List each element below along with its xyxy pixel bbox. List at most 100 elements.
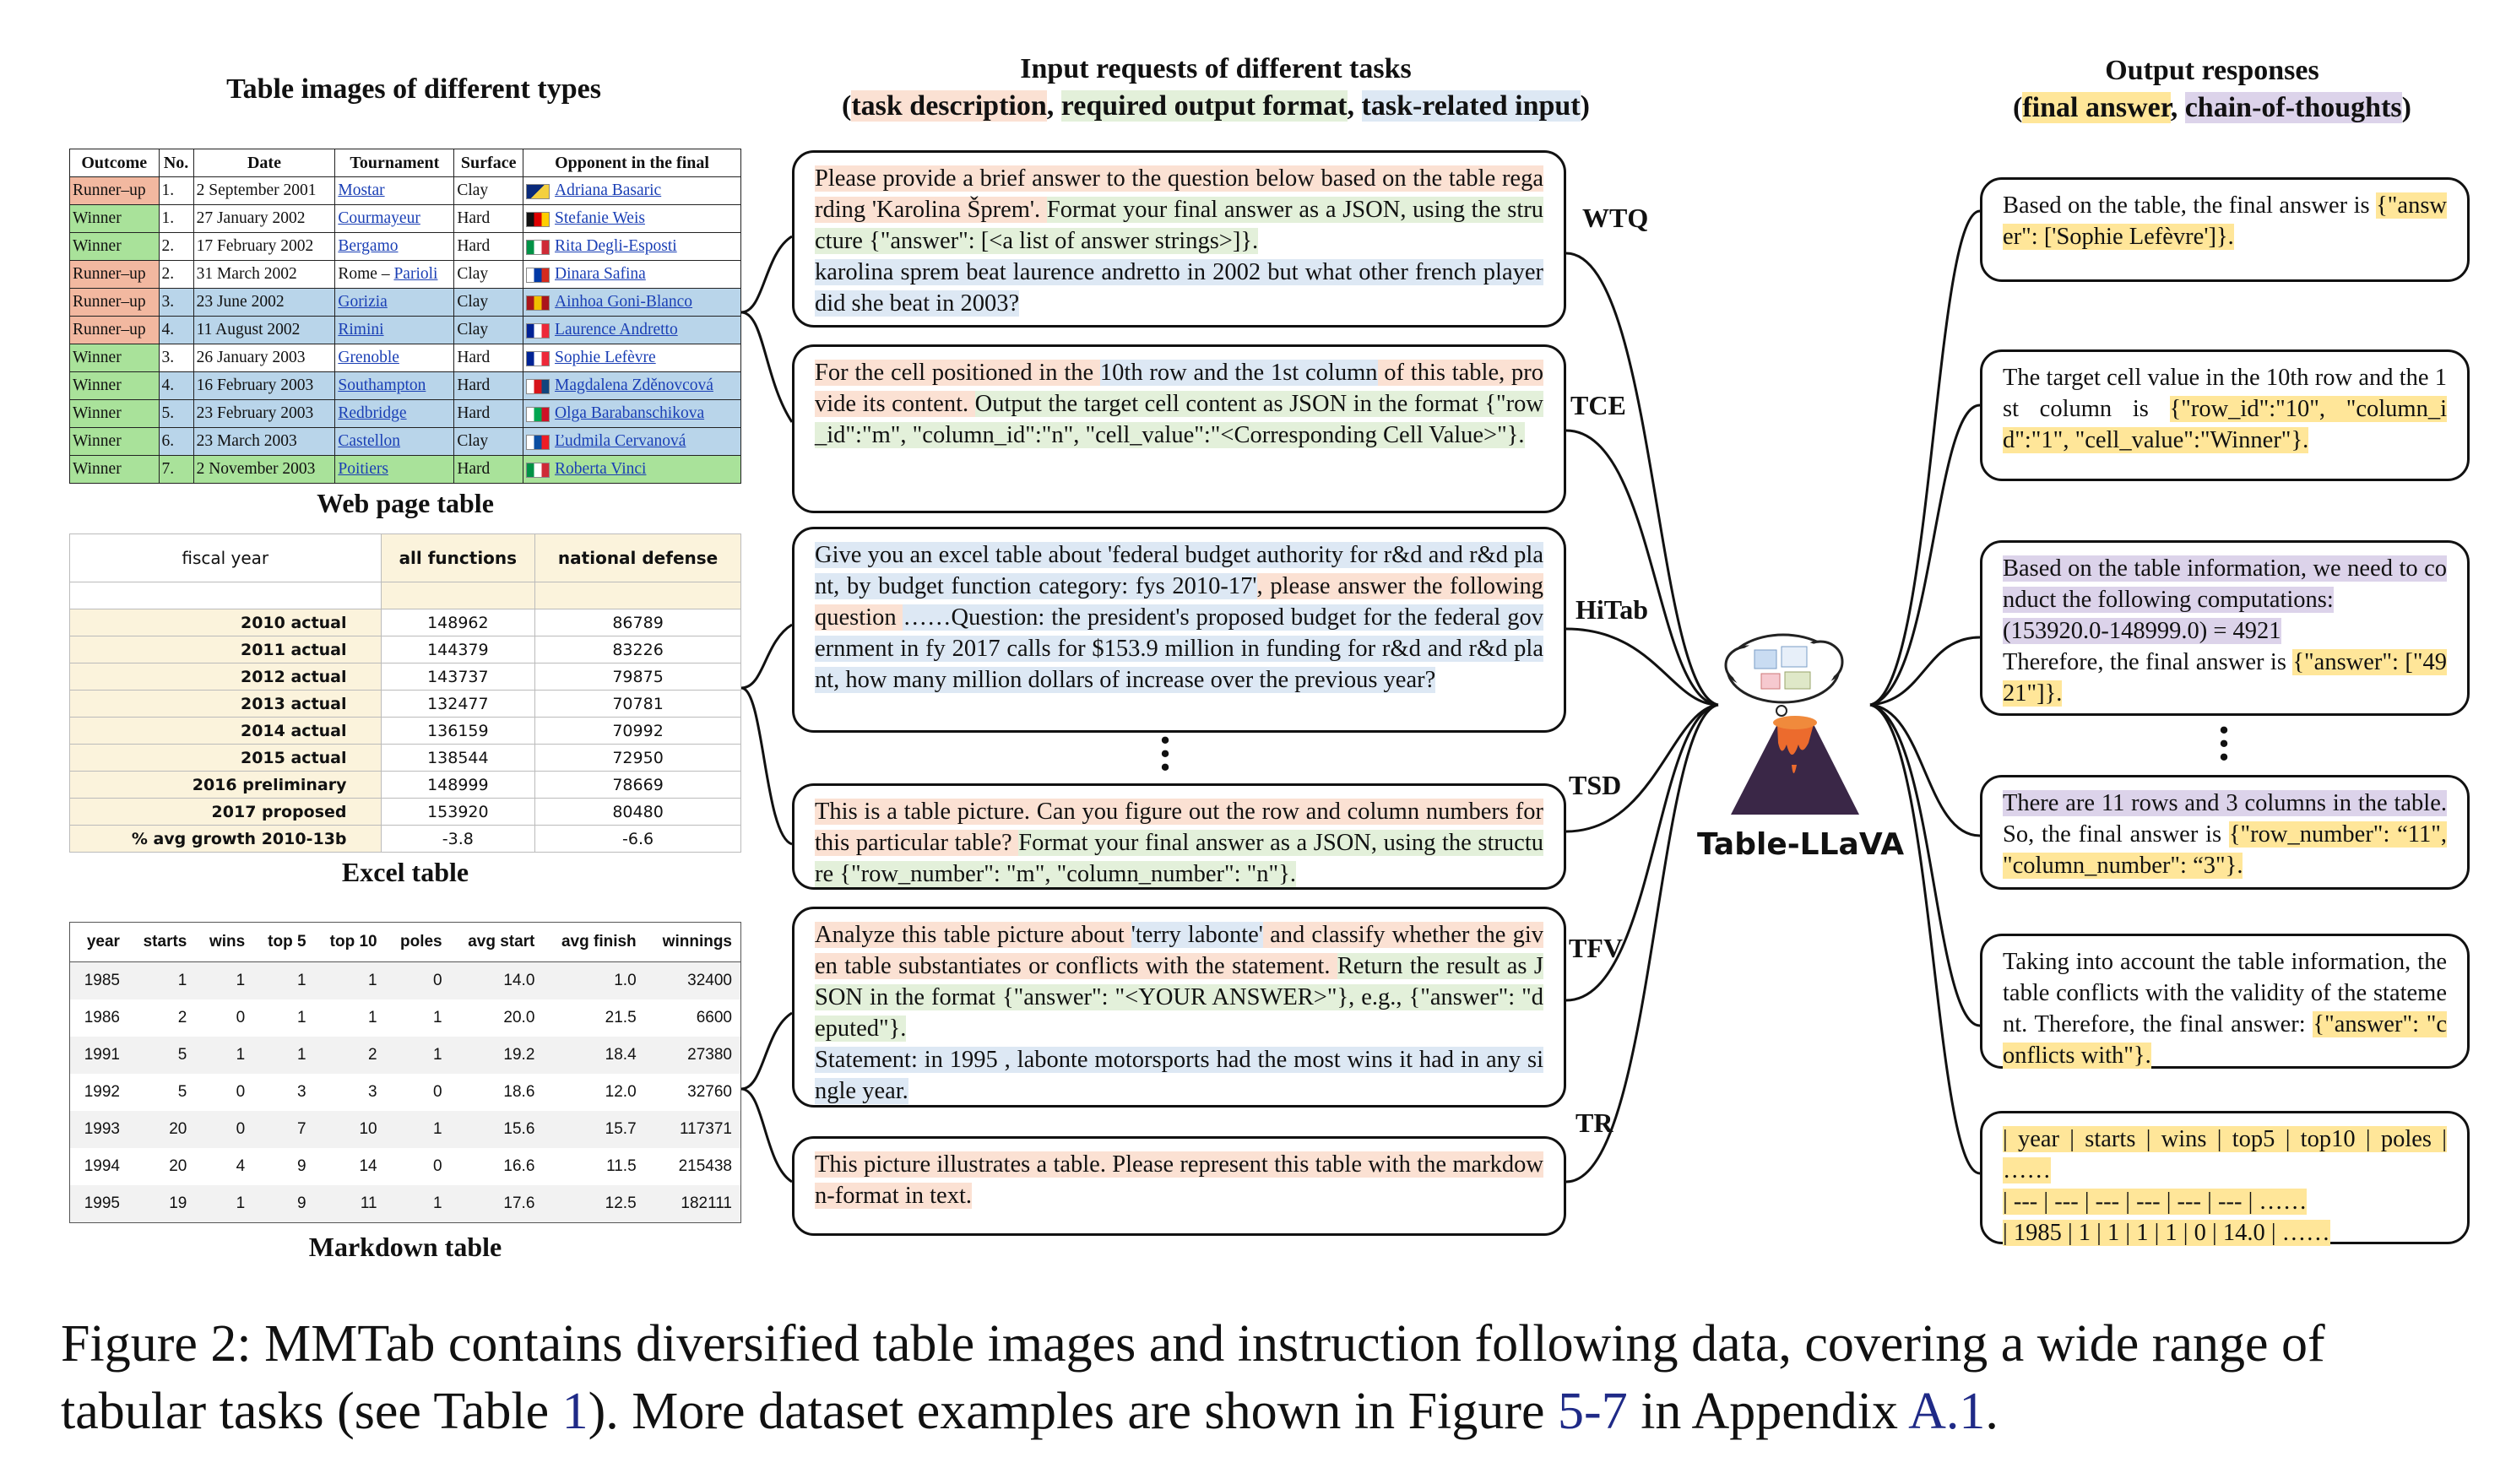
tournament-link[interactable]: Southampton <box>338 376 426 394</box>
response-text-segment: Taking into account the table informatio… <box>2003 949 2447 1037</box>
opponent-link[interactable]: Magdalena Zděnovcová <box>555 376 713 394</box>
cell-opponent: Sophie Lefèvre <box>523 344 741 372</box>
md-col-header: starts <box>127 922 196 962</box>
excel-blank-row <box>69 582 741 609</box>
tournament-link[interactable]: Parioli <box>393 265 438 283</box>
header-table-types: Table images of different types <box>226 73 601 105</box>
md-cell: 12.5 <box>543 1185 645 1223</box>
tournament-link[interactable]: Poitiers <box>338 460 388 478</box>
cell-tournament: Bergamo <box>334 232 455 261</box>
tournament-link[interactable]: Bergamo <box>338 237 399 255</box>
response-text-segment: The target cell value in the 10th row an… <box>2003 365 2447 422</box>
cell-tournament: Courmayeur <box>334 204 455 233</box>
md-cell: 1995 <box>69 1185 128 1223</box>
opponent-link[interactable]: Roberta Vinci <box>555 460 647 478</box>
cell-no: 4. <box>158 316 194 344</box>
tournament-link[interactable]: Rimini <box>338 321 384 339</box>
ellipsis-dots-middle: ··· <box>1158 717 1173 792</box>
md-cell: 1 <box>253 1037 315 1074</box>
response-text-segment: (153920.0-148999.0) = 4921 <box>2003 618 2281 644</box>
excel-row-label: 2015 actual <box>69 744 382 772</box>
md-cell: 0 <box>385 961 451 999</box>
cell-no: 1. <box>158 204 194 233</box>
tournament-link[interactable]: Castellon <box>338 432 401 450</box>
connector-tsd-model <box>1565 703 1719 833</box>
md-col-header: top 10 <box>314 922 386 962</box>
flag-icon <box>526 378 550 394</box>
tournament-link[interactable]: Mostar <box>338 181 385 199</box>
task-label-tce: TCE <box>1570 390 1626 420</box>
model-name: Table-LLaVA <box>1697 827 1905 862</box>
md-cell: 17.6 <box>450 1185 544 1223</box>
cell-tournament: Redbridge <box>334 399 455 428</box>
md-cell: 1 <box>195 961 254 999</box>
response-text-segment: Based on the table, the final answer is <box>2003 192 2377 219</box>
cell-tournament: Grenoble <box>334 344 455 372</box>
md-cell: 6600 <box>696 1009 732 1026</box>
excel-row-label: 2017 proposed <box>69 798 382 826</box>
cell-no: 1. <box>158 176 194 205</box>
ref-figure-5[interactable]: 5 <box>1558 1383 1585 1440</box>
cell-tournament: Southampton <box>334 371 455 400</box>
cell-outcome: Winner <box>69 427 160 456</box>
flag-icon <box>526 434 550 450</box>
opponent-link[interactable]: Adriana Basaric <box>555 181 662 199</box>
tournament-link[interactable]: Redbridge <box>338 404 407 422</box>
response-box-6: | year | starts | wins | top5 | top10 | … <box>1980 1111 2470 1246</box>
excel-cell: 153920 <box>380 798 536 826</box>
cell-outcome: Winner <box>69 204 160 233</box>
cell-date: 2 November 2003 <box>193 455 336 484</box>
excel-cell <box>534 582 741 609</box>
caption-excel-table: Excel table <box>341 857 469 887</box>
cell-no: 4. <box>158 371 194 400</box>
md-cell: 16.6 <box>503 1157 535 1175</box>
opponent-link[interactable]: Ainhoa Goni-Blanco <box>555 293 693 311</box>
excel-row-label: % avg growth 2010-13b <box>69 825 382 853</box>
cell-surface: Clay <box>453 288 524 317</box>
opponent-link[interactable]: Ľudmila Cervanová <box>555 432 686 450</box>
opponent-link[interactable]: Olga Barabanschikova <box>555 404 705 422</box>
opponent-link[interactable]: Laurence Andretto <box>555 321 678 339</box>
opponent-link[interactable]: Dinara Safina <box>555 265 646 283</box>
tournament-link[interactable]: Grenoble <box>338 349 399 366</box>
md-cell: 1 <box>127 961 196 999</box>
opponent-link[interactable]: Rita Degli-Esposti <box>555 237 677 255</box>
request-box-tsd: This is a table picture. Can you figure … <box>792 783 1566 890</box>
cell-surface: Hard <box>453 204 524 233</box>
ref-table-1[interactable]: 1 <box>561 1383 588 1440</box>
md-cell: 0 <box>195 1111 254 1148</box>
md-cell: 21.5 <box>605 1009 637 1026</box>
connector-hitab-model <box>1565 627 1719 707</box>
ref-appendix-a1[interactable]: A.1 <box>1908 1383 1986 1440</box>
excel-row-label: 2011 actual <box>69 636 382 663</box>
excel-cell: 143737 <box>380 663 536 691</box>
md-cell: 2 <box>314 1037 386 1074</box>
tournament-link[interactable]: Courmayeur <box>338 209 420 227</box>
excel-row-label: 2012 actual <box>69 663 382 691</box>
md-col-header: winnings <box>644 922 741 962</box>
cell-surface: Hard <box>453 344 524 372</box>
cell-tournament: Rimini <box>334 316 455 344</box>
opponent-link[interactable]: Stefanie Weis <box>555 209 645 227</box>
response-text-segment: Based on the table information, we need … <box>2003 555 2447 613</box>
md-cell: 1.0 <box>543 961 645 999</box>
request-text-segment: For the cell positioned in the <box>815 360 1100 386</box>
request-text-segment: Statement: in 1995 , labonte motorsports… <box>815 1047 1543 1104</box>
opponent-link[interactable]: Sophie Lefèvre <box>555 349 656 366</box>
ref-figure-7[interactable]: 7 <box>1601 1383 1628 1440</box>
md-cell: 1 <box>296 1009 306 1026</box>
tournament-link[interactable]: Gorizia <box>338 293 388 311</box>
md-cell: 1 <box>433 1009 442 1026</box>
